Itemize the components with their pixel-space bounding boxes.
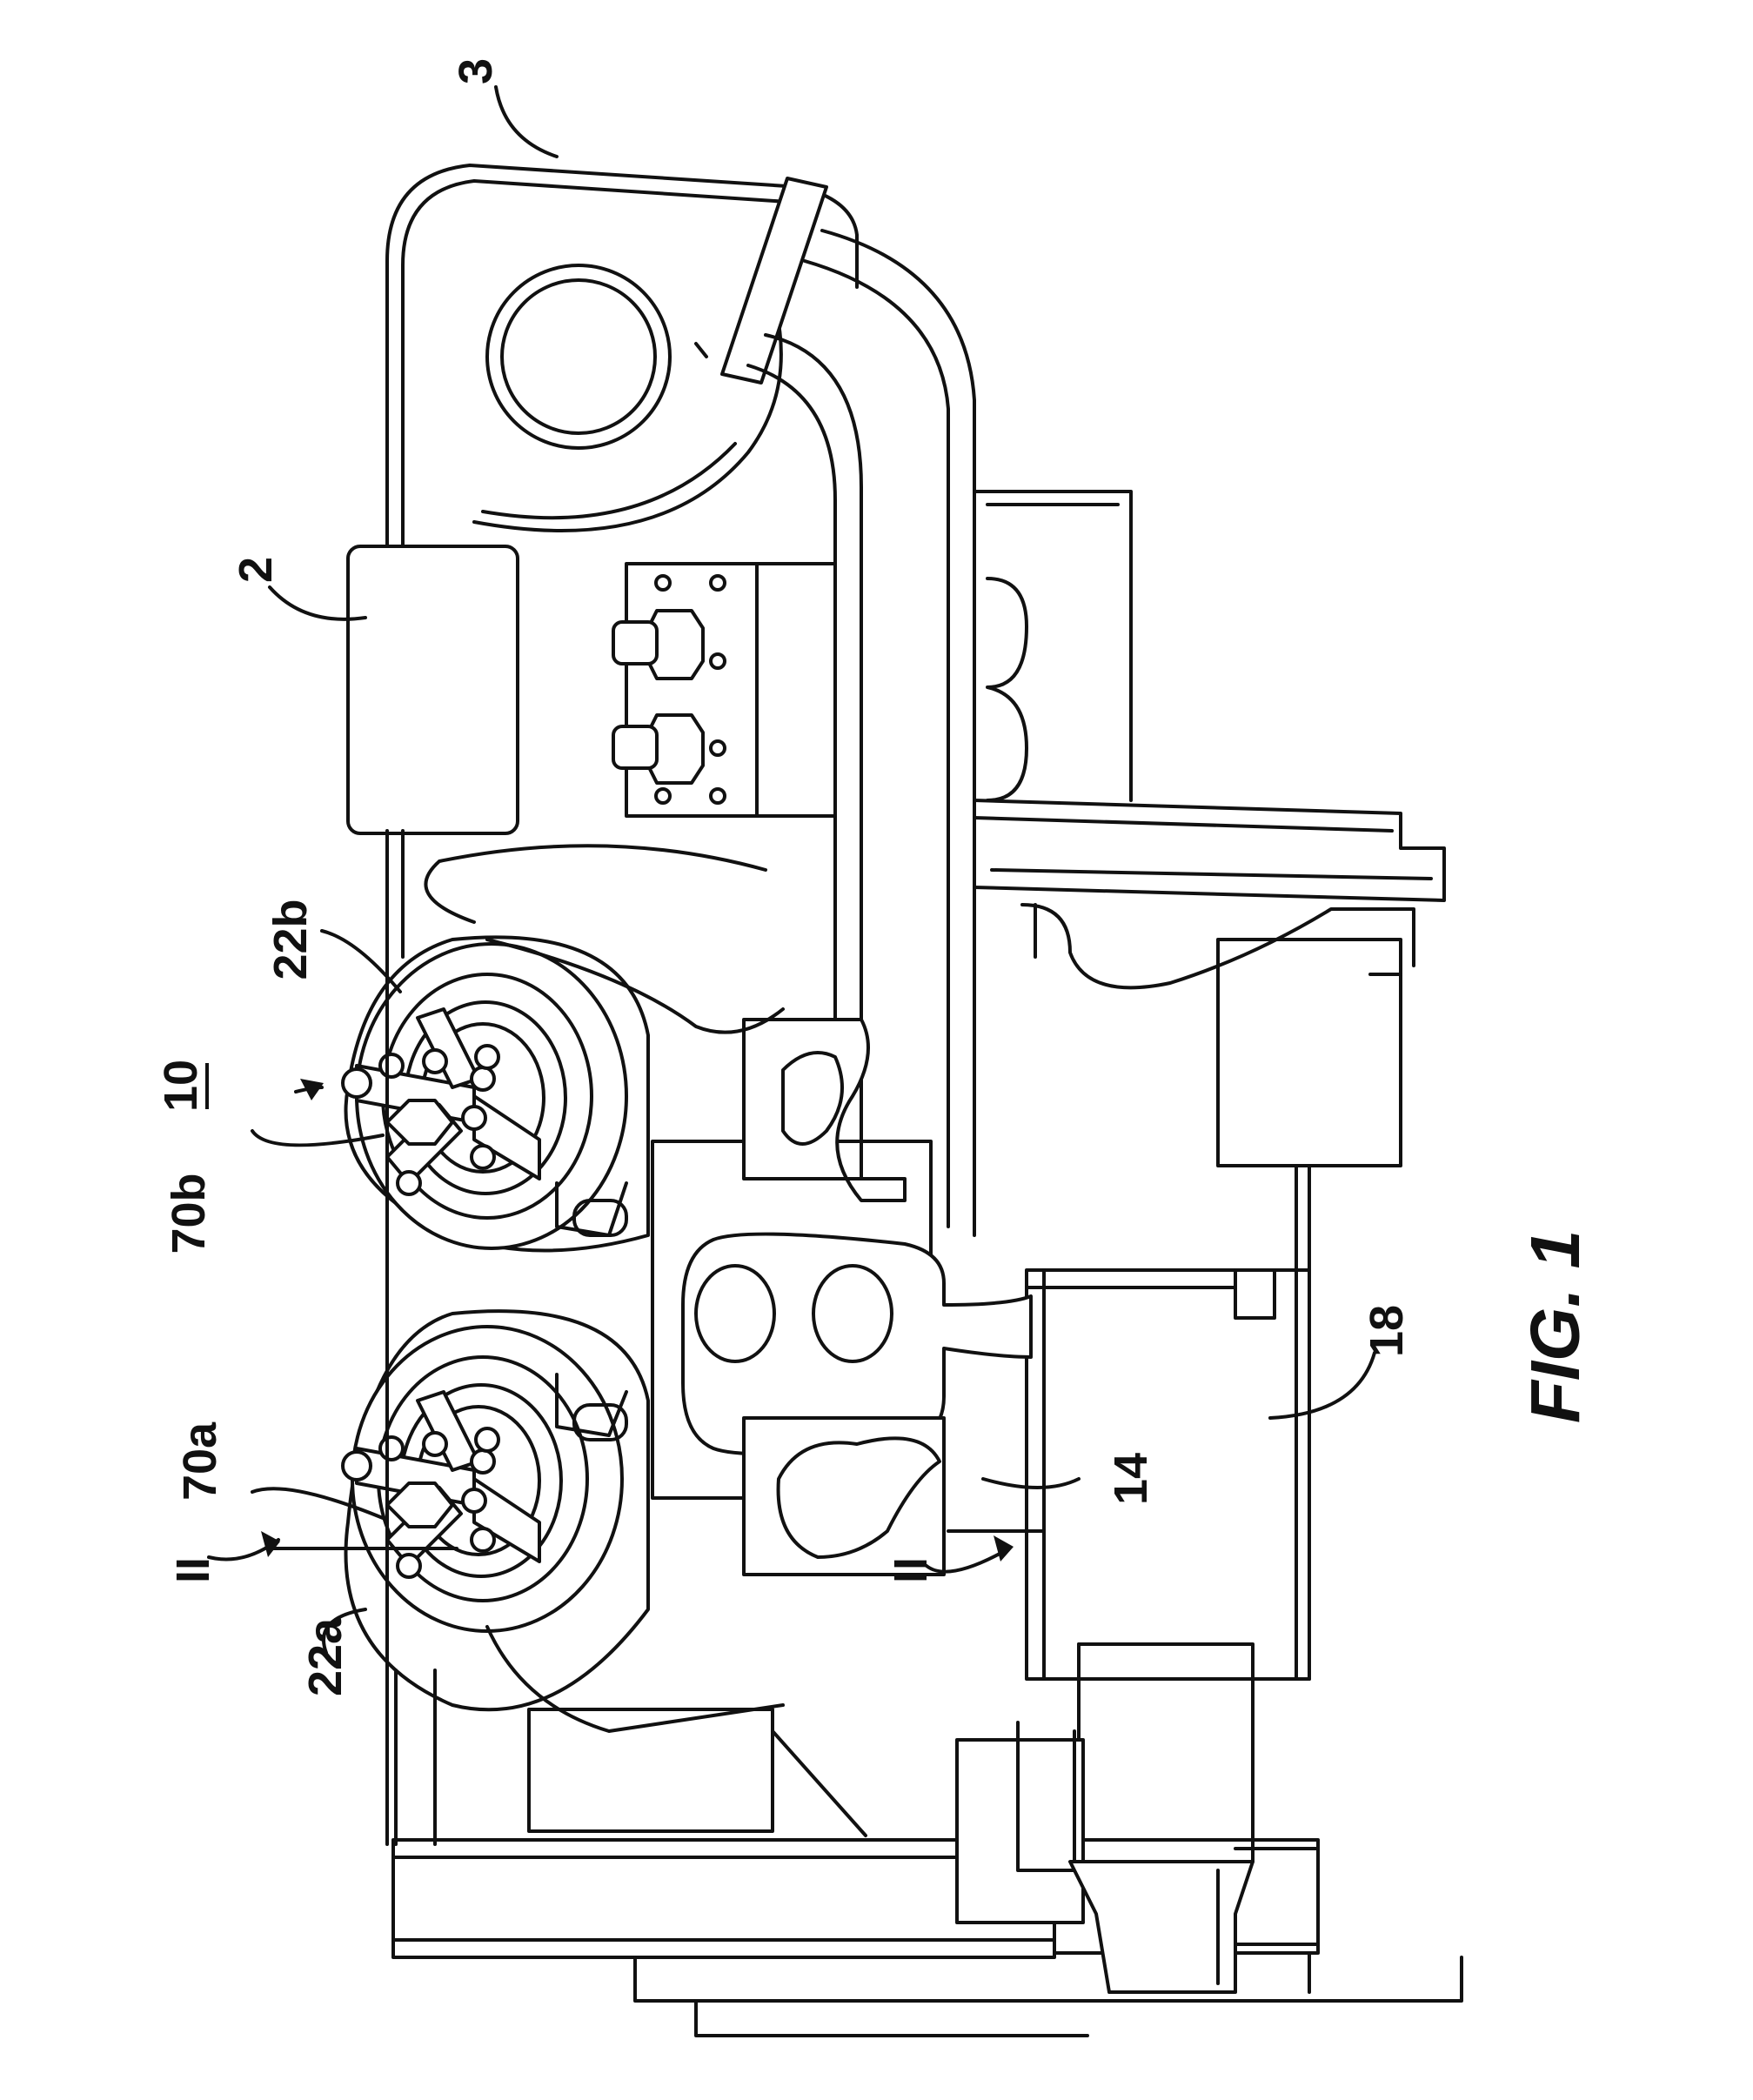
label-22b: 22b (264, 899, 317, 980)
label-18: 18 (1361, 1305, 1413, 1357)
turbocharger-22b (343, 846, 783, 1250)
label-70b: 70b (163, 1173, 215, 1254)
label-II-right: II (885, 1557, 937, 1583)
label-2: 2 (230, 557, 282, 583)
label-II-left: II (167, 1557, 219, 1583)
rear-frame (613, 492, 1131, 816)
component-2 (348, 546, 518, 833)
label-10: 10 (155, 1060, 207, 1112)
generator-housing (1027, 1270, 1309, 1679)
label-3: 3 (450, 58, 502, 84)
label-22a: 22a (299, 1617, 351, 1696)
label-70a: 70a (174, 1421, 226, 1501)
figure-caption: FIG. 1 (1516, 1230, 1594, 1423)
label-14: 14 (1105, 1453, 1157, 1505)
